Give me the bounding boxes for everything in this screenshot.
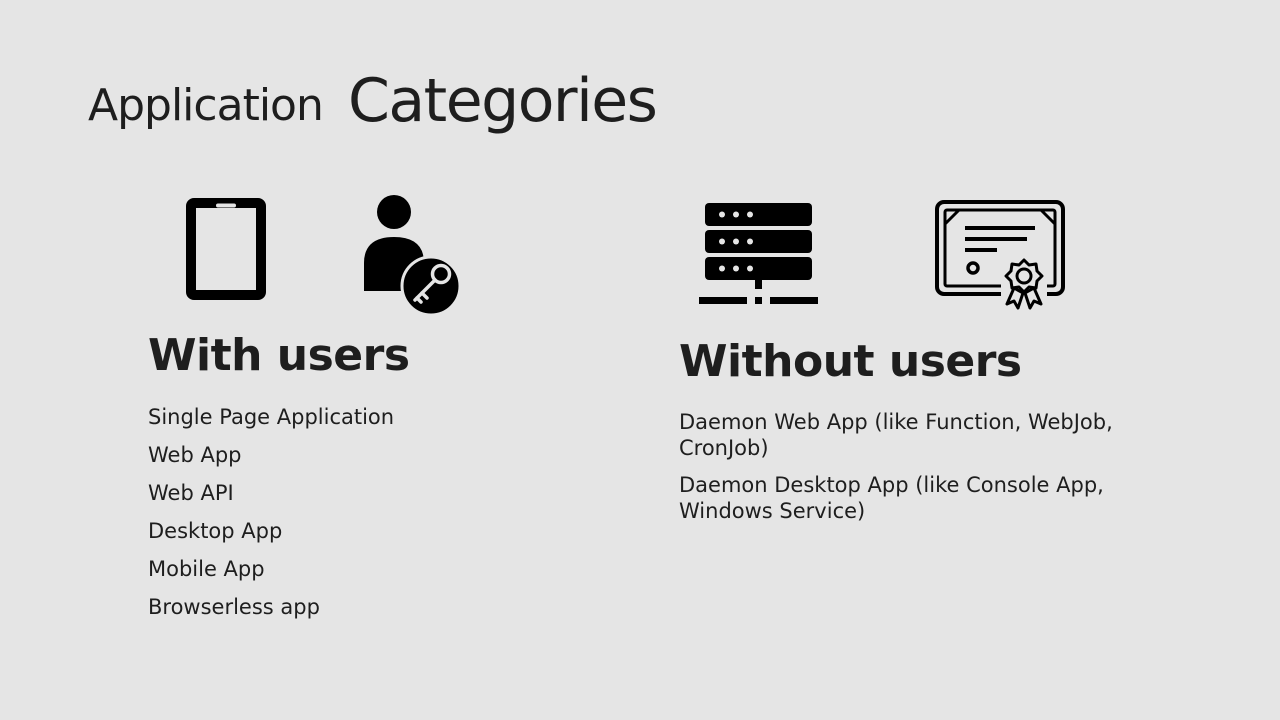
title-application: Application <box>88 80 324 131</box>
without-users-list: Daemon Web App (like Function, WebJob, C… <box>679 409 1139 534</box>
list-item: Single Page Application <box>148 405 395 429</box>
list-item: Desktop App <box>148 519 283 543</box>
list-item: Mobile App <box>148 557 265 581</box>
server-icon <box>699 203 818 304</box>
with-users-list: Single Page Application Web App Web API … <box>148 404 394 632</box>
without-users-heading: Without users <box>679 336 1022 387</box>
list-item: Daemon Web App (like Function, WebJob, C… <box>679 410 1113 461</box>
certificate-icon <box>935 200 1065 311</box>
list-item: Web App <box>148 443 242 467</box>
list-item: Daemon Desktop App (like Console App, Wi… <box>679 472 1104 523</box>
list-item: Web API <box>148 481 234 505</box>
user-key-icon <box>364 195 462 317</box>
title-categories: Categories <box>348 66 658 136</box>
with-users-heading: With users <box>148 330 410 381</box>
list-item: Browserless app <box>148 595 320 619</box>
tablet-icon <box>186 198 266 300</box>
